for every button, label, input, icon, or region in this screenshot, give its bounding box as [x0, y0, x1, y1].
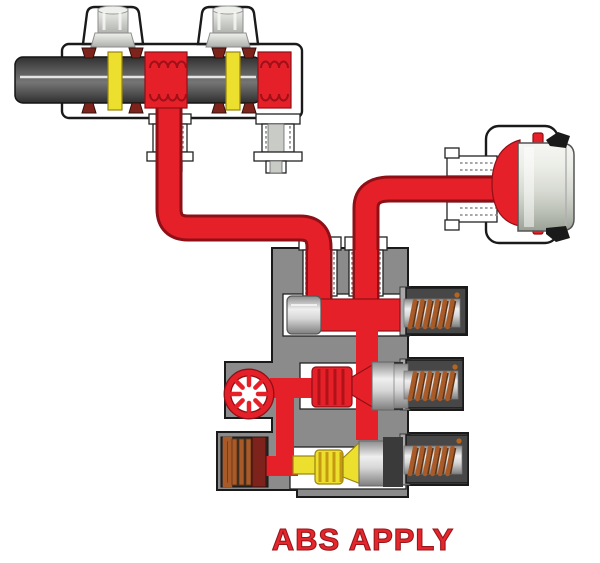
accumulator-internals [491, 132, 575, 242]
spring-housing-bottom [403, 434, 469, 484]
accumulator-diaphragm [491, 139, 521, 227]
cup-seals [81, 47, 257, 114]
tee-passage [260, 456, 298, 476]
master-cylinder-internals [81, 47, 292, 114]
valve-spring [407, 298, 457, 330]
pressure-chamber-primary [144, 51, 188, 109]
return-spring [222, 436, 267, 488]
spring-end [452, 364, 458, 370]
brake-line-master-to-block [155, 106, 333, 300]
reduced-pressure-fluid [292, 455, 318, 475]
spring-end [454, 292, 460, 298]
reservoir-cap-left [90, 5, 136, 48]
inlet-passage-right [355, 250, 377, 302]
fork-passage [276, 392, 294, 458]
retaining-clip-top [546, 132, 570, 148]
valve-spring [407, 445, 457, 477]
pressure-chamber-secondary [257, 51, 292, 109]
valve-spring [407, 370, 457, 402]
outlet-fitting-secondary [253, 113, 303, 174]
pump-symbol [223, 368, 275, 420]
return-spring-seal [251, 436, 267, 488]
bottom-valve-piston [358, 440, 386, 487]
piston-seal-yellow-secondary [225, 51, 241, 111]
piston-seal-yellow-primary [107, 51, 123, 111]
abs-modulator-internals [222, 250, 469, 488]
spring-end [456, 438, 462, 444]
caption-abs-apply: ABS APPLY [272, 522, 454, 557]
bottom-valve-ring [383, 437, 403, 487]
pump-symbol-spokes [229, 374, 269, 414]
inlet-valve-chamber [315, 298, 401, 332]
piston-rod [14, 56, 262, 104]
spring-housing-top [403, 287, 467, 335]
spring-housing-middle [393, 359, 464, 409]
brake-line-accumulator-to-block [352, 175, 500, 300]
reservoir-cap-right [205, 5, 251, 48]
accumulator-canister [517, 142, 575, 232]
inlet-passage-left [308, 250, 330, 302]
bottom-valve [292, 437, 403, 487]
retaining-clip-bottom [546, 226, 570, 242]
inlet-valve-piston [286, 295, 322, 335]
